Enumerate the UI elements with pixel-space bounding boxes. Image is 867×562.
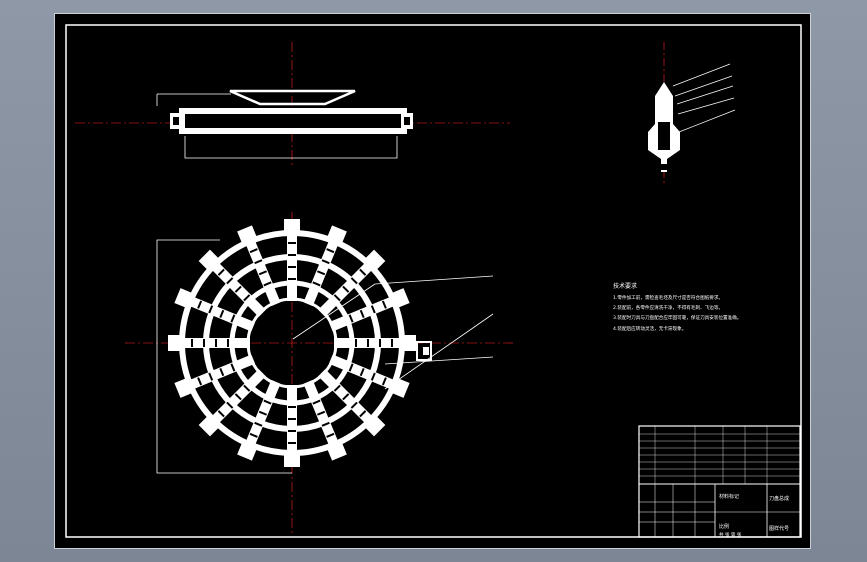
- title-block: 材料标记 刀盘总成 比例 共 张 第 张 图样代号: [638, 425, 801, 538]
- cutter-arm: [174, 288, 256, 332]
- cutter-arm: [334, 335, 416, 351]
- tech-req-title: 技术要求: [613, 282, 637, 290]
- cutter-detail-view: [648, 42, 736, 184]
- cutter-arm: [237, 225, 281, 307]
- sheet-label: 共 张 第 张: [719, 531, 742, 538]
- cutter-disc-plan-view: [125, 212, 515, 534]
- cutter-arm: [303, 379, 347, 461]
- drawing-no-label: 图样代号: [769, 525, 789, 532]
- cutter-arm: [174, 354, 256, 398]
- cutter-arm: [318, 249, 386, 317]
- tech-req-line-2: 2.装配前，各零件应清洗干净，不得有毛刺、飞边等。: [613, 304, 723, 311]
- side-view: [75, 42, 510, 166]
- cutter-arm: [303, 225, 347, 307]
- material-label: 材料标记: [719, 493, 739, 500]
- cutter-arm: [318, 369, 386, 437]
- tech-req-line-4: 4.装配后应转动灵活，无卡滞现象。: [613, 325, 686, 332]
- scale-label: 比例: [719, 523, 729, 530]
- tech-req-line-1: 1.零件加工前，需检查毛坯及尺寸是否符合图纸要求。: [613, 294, 723, 301]
- inner-frame: [65, 24, 802, 538]
- drawing-sheet: 技术要求 1.零件加工前，需检查毛坯及尺寸是否符合图纸要求。 2.装配前，各零件…: [54, 13, 811, 549]
- cutter-arm: [198, 249, 266, 317]
- cutter-arm: [284, 385, 300, 467]
- cad-drawing: 技术要求 1.零件加工前，需检查毛坯及尺寸是否符合图纸要求。 2.装配前，各零件…: [65, 24, 802, 538]
- cutter-arm: [198, 369, 266, 437]
- drawing-name: 刀盘总成: [769, 495, 789, 502]
- cutter-arm: [237, 379, 281, 461]
- cutter-arm: [328, 288, 410, 332]
- cutter-arm: [168, 335, 250, 351]
- tech-req-line-3: 3.装配时刀具与刀盘配合应牢固可靠，保证刀具安装位置准确。: [613, 314, 741, 321]
- tech-requirements: 技术要求 1.零件加工前，需检查毛坯及尺寸是否符合图纸要求。 2.装配前，各零件…: [613, 282, 741, 332]
- cutter-arm: [284, 219, 300, 301]
- cutter-arm: [328, 354, 410, 398]
